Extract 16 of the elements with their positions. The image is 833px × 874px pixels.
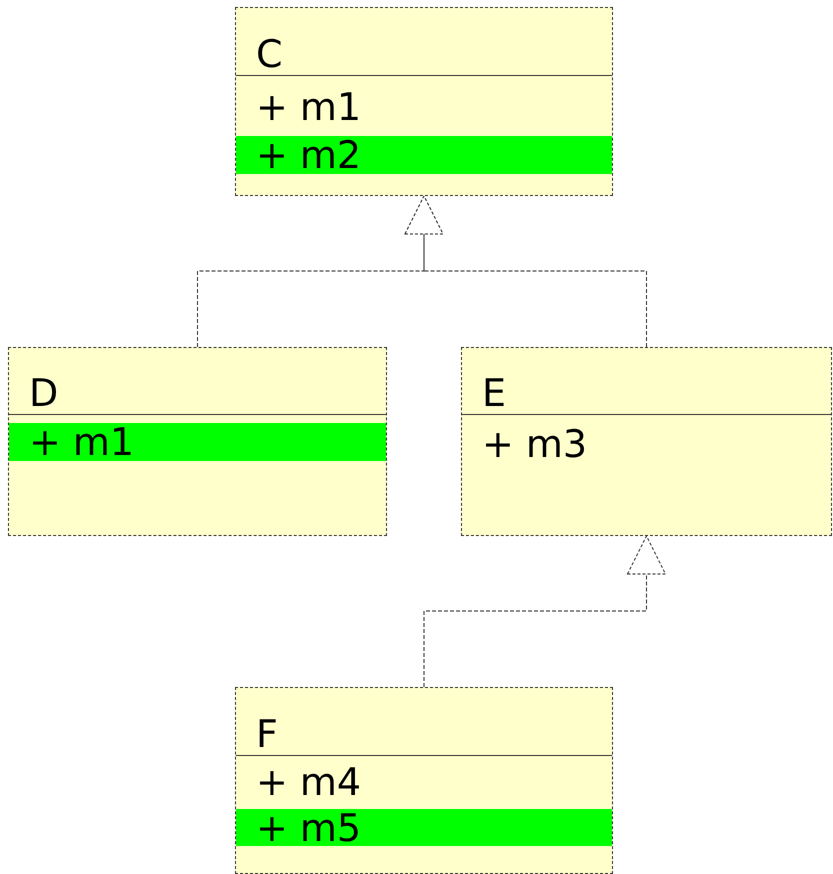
method-name: + m1: [236, 86, 612, 128]
inheritance-arrow: [404, 196, 647, 348]
method-name: + m3: [462, 424, 831, 464]
class-name: D: [9, 348, 386, 415]
class-name: F: [236, 688, 612, 756]
class-name: E: [462, 348, 831, 415]
highlighted-method-name: + m5: [236, 809, 612, 846]
highlighted-method-name: + m2: [236, 136, 612, 174]
method-name: + m4: [236, 762, 612, 802]
class-box: [8, 347, 387, 536]
class-box: [235, 7, 613, 196]
inheritance-arrow: [424, 536, 666, 688]
class-name: C: [236, 8, 612, 76]
class-box: [235, 687, 613, 874]
class-box: [461, 347, 832, 536]
highlighted-method-name: + m1: [9, 423, 386, 461]
